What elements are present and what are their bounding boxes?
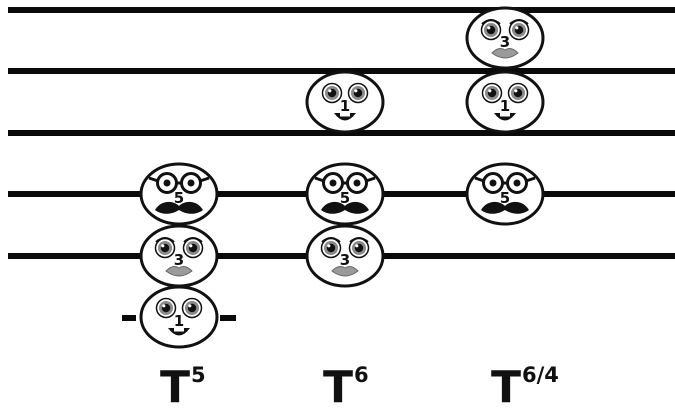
smile-face-icon: 1: [305, 70, 385, 134]
smile-face-icon: 1: [465, 70, 545, 134]
scale-degree-number: 1: [340, 97, 350, 115]
chord-faces: 1 3 5 3 5 1 5 1 3: [139, 6, 545, 349]
scale-degree-number: 1: [500, 97, 510, 115]
chord-1: 1 3 5: [139, 162, 219, 349]
chord-3: 5 1 3: [465, 6, 545, 226]
lips-face-icon: 3: [465, 6, 545, 70]
lips-face-icon: 3: [305, 224, 385, 288]
scale-degree-number: 5: [174, 189, 184, 207]
chord-symbol: T: [160, 362, 191, 413]
scale-degree-number: 3: [340, 251, 350, 269]
chord-figure: 6/4: [522, 363, 559, 387]
glasses-mustache-face-icon: 5: [465, 162, 545, 226]
smile-face-icon: 1: [139, 285, 219, 349]
scale-degree-number: 5: [340, 189, 350, 207]
chord-figure: 6: [354, 363, 369, 387]
scale-degree-number: 1: [174, 312, 184, 330]
chord-2: 3 5 1: [305, 70, 385, 288]
chord-label-root-position: T5: [160, 362, 206, 413]
lips-face-icon: 3: [139, 224, 219, 288]
glasses-mustache-face-icon: 5: [305, 162, 385, 226]
scale-degree-number: 3: [500, 33, 510, 51]
chord-figure: 5: [191, 363, 206, 387]
chord-symbol: T: [323, 362, 354, 413]
chord-symbol: T: [491, 362, 522, 413]
chord-label-second-inversion: T6/4: [491, 362, 559, 413]
scale-degree-number: 5: [500, 189, 510, 207]
chord-label-first-inversion: T6: [323, 362, 369, 413]
glasses-mustache-face-icon: 5: [139, 162, 219, 226]
scale-degree-number: 3: [174, 251, 184, 269]
